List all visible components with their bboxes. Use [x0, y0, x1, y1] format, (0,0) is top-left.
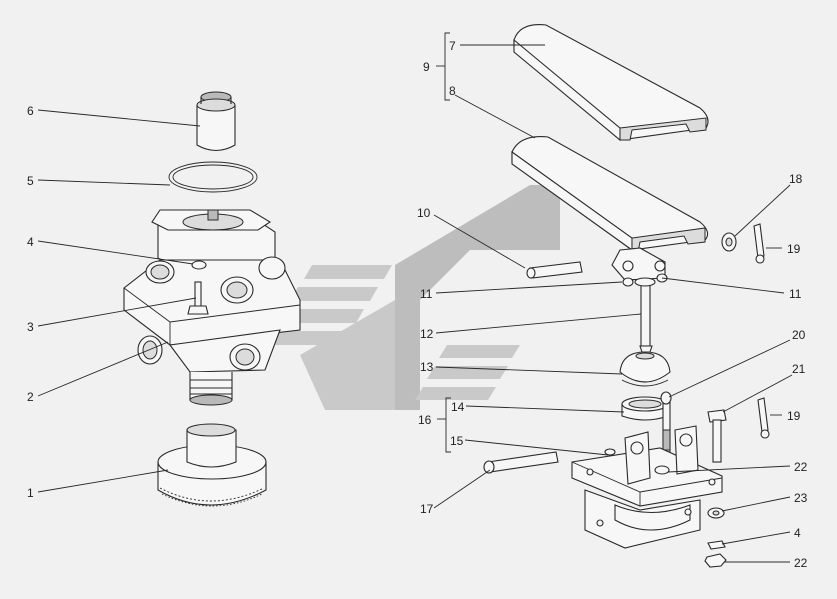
callout-18: 18: [789, 172, 803, 186]
callout-4-right: 4: [794, 526, 801, 540]
part-3-bolt: [187, 281, 209, 315]
part-23-washer: [707, 507, 725, 519]
part-13-boot: [619, 351, 671, 387]
callout-2: 2: [27, 390, 34, 404]
callout-9: 9: [423, 60, 430, 74]
callout-11-right: 11: [789, 287, 802, 301]
callout-23: 23: [794, 491, 808, 505]
callout-20: 20: [792, 328, 806, 342]
part-12-pushrod: [634, 277, 656, 353]
part-7-pedal-pad: [513, 24, 709, 142]
part-21-bolt: [707, 409, 727, 463]
callout-15: 15: [450, 434, 464, 448]
callout-13: 13: [420, 360, 434, 374]
part-6-sleeve: [196, 91, 236, 152]
part-4-nut-right: [707, 540, 726, 550]
part-19-cotter-pin-lower: [757, 397, 770, 439]
callout-11-left: 11: [420, 287, 433, 301]
part-22-nut: [704, 553, 727, 568]
callout-12: 12: [420, 327, 434, 341]
callout-14: 14: [451, 400, 465, 414]
part-4-nut: [191, 260, 207, 270]
part-2-valve-body: [123, 209, 301, 406]
part-5-o-ring: [168, 161, 258, 193]
callout-4: 4: [27, 235, 34, 249]
callout-22-upper: 22: [794, 460, 808, 474]
part-8-pedal: [511, 136, 709, 281]
callout-16: 16: [418, 413, 432, 427]
leader-lines: [37, 32, 793, 563]
callout-17: 17: [420, 502, 434, 516]
watermark-logo: [262, 185, 560, 410]
callout-19-upper: 19: [787, 242, 801, 256]
callout-1: 1: [27, 486, 34, 500]
part-10-pin: [526, 261, 583, 279]
callout-8: 8: [449, 84, 456, 98]
part-19-cotter-pin-upper: [753, 223, 765, 264]
callout-21: 21: [792, 362, 806, 376]
callout-10: 10: [417, 206, 431, 220]
callout-19-lower: 19: [787, 409, 801, 423]
part-1-cover: [157, 423, 267, 507]
part-20-pin: [660, 391, 672, 453]
callout-labels: 1 2 3 4 5 6 7 8 9 10 11 11 12 13 14 15 1…: [27, 39, 808, 570]
callout-6: 6: [27, 104, 34, 118]
part-18-washer: [721, 232, 737, 252]
callout-7: 7: [449, 39, 456, 53]
part-14-ring: [621, 396, 669, 421]
part-17-axle-pin: [483, 451, 559, 474]
part-15-base-bracket: [571, 425, 723, 549]
callout-3: 3: [27, 320, 34, 334]
callout-22-lower: 22: [794, 556, 808, 570]
callout-5: 5: [27, 174, 34, 188]
